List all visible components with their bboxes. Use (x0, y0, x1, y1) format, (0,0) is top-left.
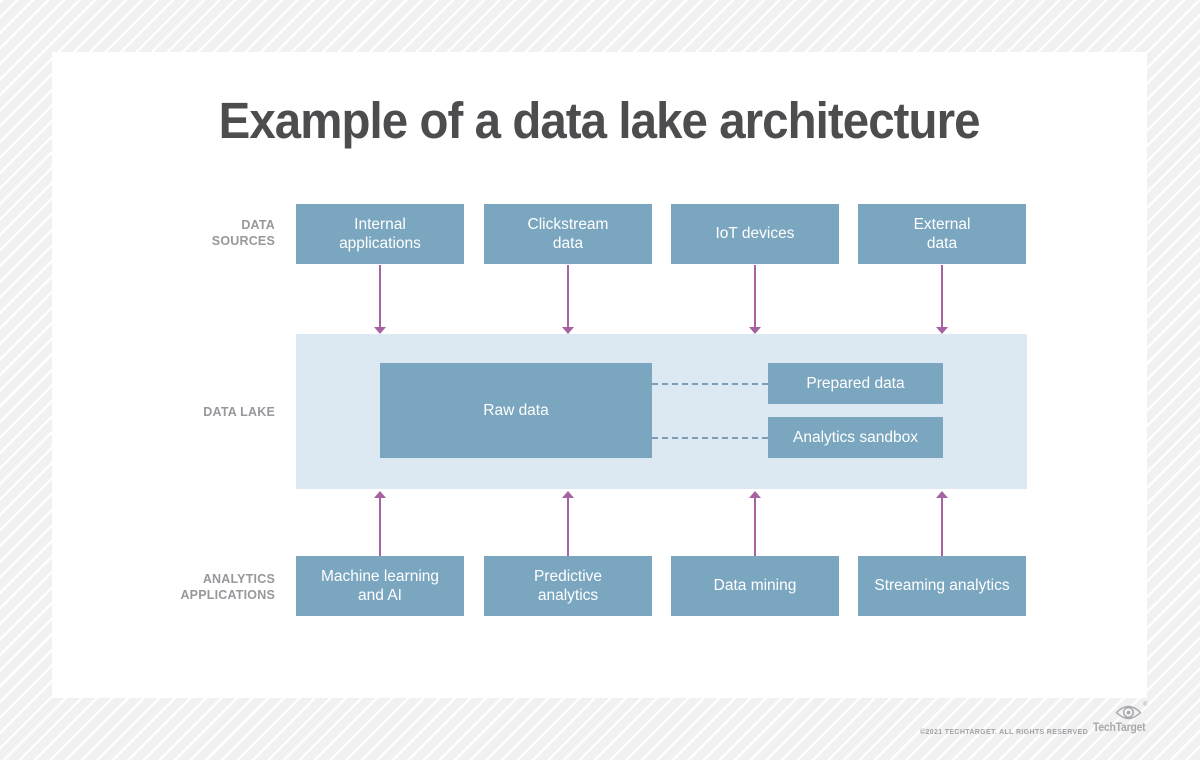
row-label-data-lake: DATA LAKE (203, 405, 275, 419)
up-arrow-shaft (567, 498, 569, 556)
registered-mark: ® (1143, 702, 1148, 708)
box-analytics-sandbox: Analytics sandbox (768, 417, 943, 458)
down-arrow-icon (374, 327, 386, 334)
up-arrow-shaft (379, 498, 381, 556)
page-title: Example of a data lake architecture (219, 92, 981, 149)
up-arrow-icon (749, 491, 761, 498)
up-arrow-icon (374, 491, 386, 498)
box-raw-data: Raw data (380, 363, 652, 458)
copyright-text: ©2021 TECHTARGET. ALL RIGHTS RESERVED (920, 729, 1088, 736)
box-clickstream-data: Clickstream data (484, 204, 652, 264)
box-streaming-analytics: Streaming analytics (858, 556, 1026, 616)
down-arrow-shaft (379, 265, 381, 327)
dashed-connector (652, 383, 768, 385)
up-arrow-icon (562, 491, 574, 498)
down-arrow-icon (749, 327, 761, 334)
row-label-analytics-applications: ANALYTICS APPLICATIONS (180, 572, 275, 602)
down-arrow-shaft (754, 265, 756, 327)
row-label-data-sources: DATA SOURCES (211, 218, 275, 248)
box-prepared-data: Prepared data (768, 363, 943, 404)
up-arrow-shaft (754, 498, 756, 556)
box-iot-devices: IoT devices (671, 204, 839, 264)
techtarget-eye-icon (1115, 705, 1142, 720)
down-arrow-icon (936, 327, 948, 334)
techtarget-wordmark: TechTarget (1093, 722, 1146, 734)
box-data-mining: Data mining (671, 556, 839, 616)
up-arrow-icon (936, 491, 948, 498)
box-predictive-analytics: Predictive analytics (484, 556, 652, 616)
techtarget-logo: ® TechTarget (1093, 702, 1151, 745)
down-arrow-shaft (941, 265, 943, 327)
down-arrow-shaft (567, 265, 569, 327)
box-internal-applications: Internal applications (296, 204, 464, 264)
up-arrow-shaft (941, 498, 943, 556)
box-external-data: External data (858, 204, 1026, 264)
down-arrow-icon (562, 327, 574, 334)
box-machine-learning-and-ai: Machine learning and AI (296, 556, 464, 616)
dashed-connector (652, 437, 768, 439)
